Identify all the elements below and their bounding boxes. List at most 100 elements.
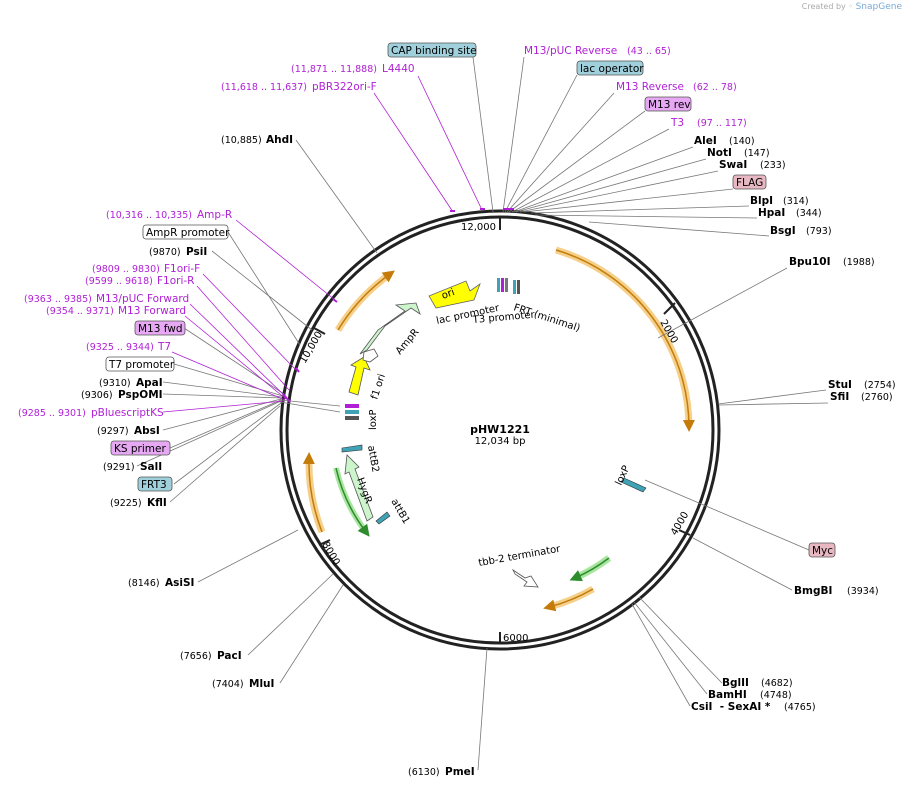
enzyme-paci-name: PacI — [217, 650, 242, 662]
tick-label-6000: 6000 — [503, 633, 528, 644]
orf-arc-4-line — [543, 588, 594, 612]
primer-m13-puc-reverse-pos: (43 .. 65) — [627, 46, 671, 57]
enzyme-csii-sexai-pos: (4765) — [784, 702, 816, 713]
enzyme-ahdi-name: AhdI — [266, 134, 293, 146]
leader-paci — [247, 573, 334, 656]
enzyme-ahdi-pos: (10,885) — [221, 135, 262, 146]
leader-blpi — [530, 205, 750, 214]
leader-myc — [644, 479, 810, 551]
primer-m13-puc-forward-pos: (9363 .. 9385) — [24, 294, 92, 305]
feature-stripe-6 — [345, 404, 359, 408]
tbb2-terminator-feature — [511, 568, 539, 588]
enzyme-hpai-pos: (344) — [796, 208, 822, 219]
leader-ahdi — [295, 139, 378, 254]
f1-ori-label: f1 ori — [369, 373, 388, 401]
primer-m13-forward-name: M13 Forward — [118, 305, 186, 317]
enzyme-bamhi-pos: (4748) — [760, 690, 792, 701]
small-promoter-feature — [362, 348, 379, 363]
credit-created-by: Created by — [801, 2, 846, 11]
lac-operator-label: lac operator — [580, 63, 644, 75]
box-m13-fwd — [134, 320, 186, 336]
primer-l4440-pos: (11,871 .. 11,888) — [291, 64, 377, 75]
primer-m13-puc-forward-name: M13/pUC Forward — [96, 293, 189, 305]
leader-kfli — [169, 405, 281, 503]
enzyme-apai-name: ApaI — [136, 377, 163, 389]
plasmid-size: 12,034 bp — [475, 436, 526, 447]
enzyme-alei-name: AleI — [694, 135, 717, 147]
enzyme-sfii-pos: (2760) — [861, 392, 893, 403]
box-frt3 — [137, 476, 173, 492]
backbone-outer-ring — [279, 209, 721, 651]
enzyme-bmgbi-name: BmgBI — [794, 585, 832, 597]
leader-m13-rev — [508, 110, 646, 213]
primer-pbr322ori-f-name: pBR322ori-F — [312, 81, 377, 93]
primer-leader-lines — [162, 75, 483, 413]
enzyme-sfii-name: SfiI — [830, 391, 849, 403]
enzyme-kfli-name: KflI — [147, 497, 167, 509]
primer-amp-r-name: Amp-R — [197, 209, 232, 221]
enzyme-bamhi-name: BamHI — [708, 689, 747, 701]
primer-f1ori-f-name: F1ori-F — [164, 263, 200, 275]
primer-f1ori-f-pos: (9809 .. 9830) — [92, 264, 160, 275]
tick-2000 — [663, 302, 676, 315]
loxp-left-label: loxP — [368, 409, 379, 430]
leader-m13-forward — [184, 315, 287, 400]
leader-csii — [631, 603, 691, 707]
leader-l4440 — [417, 75, 483, 211]
f1-ori-feature — [348, 356, 371, 396]
hygr-feature — [344, 454, 374, 522]
primer-labels: M13/pUC Reverse (43 .. 65) M13 Reverse (… — [18, 45, 747, 419]
leader-pmei — [477, 647, 488, 771]
tbb2-terminator-label: tbb-2 terminator — [478, 544, 562, 569]
enzyme-asisi-pos: (8146) — [128, 578, 160, 589]
leader-bmgbi — [692, 537, 793, 591]
leader-t7-promoter — [173, 363, 284, 397]
leader-bsgi — [588, 221, 770, 237]
enzyme-noti-pos: (147) — [744, 148, 770, 159]
ampr-promoter-label: AmpR promoter — [146, 227, 230, 239]
primer-pbr322ori-f-pos: (11,618 .. 11,637) — [221, 82, 307, 93]
leader-apai — [162, 381, 283, 398]
leader-m13-puc-reverse — [502, 56, 525, 213]
leader-noti — [515, 158, 707, 213]
enzyme-absi-name: AbsI — [134, 425, 160, 437]
primer-t3-name: T3 — [670, 117, 684, 129]
leader-pspomi — [162, 393, 283, 399]
feature-stripe-7 — [345, 410, 359, 414]
enzyme-swai-name: SwaI — [719, 159, 747, 171]
leader-hpai — [534, 214, 758, 219]
enzyme-noti-name: NotI — [707, 147, 732, 159]
leader-m13-fwd — [183, 327, 285, 395]
leader-pbr322ori-f — [373, 92, 454, 213]
box-flag — [732, 174, 767, 190]
leader-absi — [162, 398, 282, 431]
orf-arc-4 — [548, 585, 595, 611]
box-lac-operator — [576, 60, 644, 76]
primer-mark-m13-forward-group — [282, 393, 291, 403]
primer-f1ori-r-name: F1ori-R — [157, 275, 194, 287]
tick-4000 — [678, 529, 691, 536]
tick-label-8000: 8000 — [319, 540, 341, 568]
leader-bpu10i — [657, 267, 788, 339]
feature-stripe-5 — [517, 280, 520, 294]
leader-amp-r — [235, 219, 336, 301]
primer-m13-forward-pos: (9354 .. 9371) — [46, 306, 114, 317]
enzyme-sali-name: SalI — [140, 461, 162, 473]
enzyme-mlui-pos: (7404) — [212, 679, 244, 690]
enzyme-bpu10i-name: Bpu10I — [789, 256, 831, 268]
leader-mlui — [279, 584, 344, 684]
enzyme-bsgi-name: BsgI — [770, 225, 796, 237]
primer-mark-f1ori — [295, 367, 300, 373]
m13-fwd-label: M13 fwd — [138, 323, 183, 335]
primer-f1ori-r-pos: (9599 .. 9618) — [85, 276, 153, 287]
ori-feature — [428, 280, 481, 309]
leader-f1ori-f — [202, 273, 297, 371]
orf-arc-5-line — [569, 557, 610, 582]
leader-t7 — [171, 351, 286, 401]
enzyme-stui-pos: (2754) — [864, 380, 896, 391]
credit-brand: SnapGene — [855, 2, 902, 12]
enzyme-bglii-pos: (4682) — [761, 678, 793, 689]
orf-arcs — [302, 246, 695, 612]
boxed-labels: CAP binding site lac operator M13 rev FL… — [105, 42, 836, 558]
